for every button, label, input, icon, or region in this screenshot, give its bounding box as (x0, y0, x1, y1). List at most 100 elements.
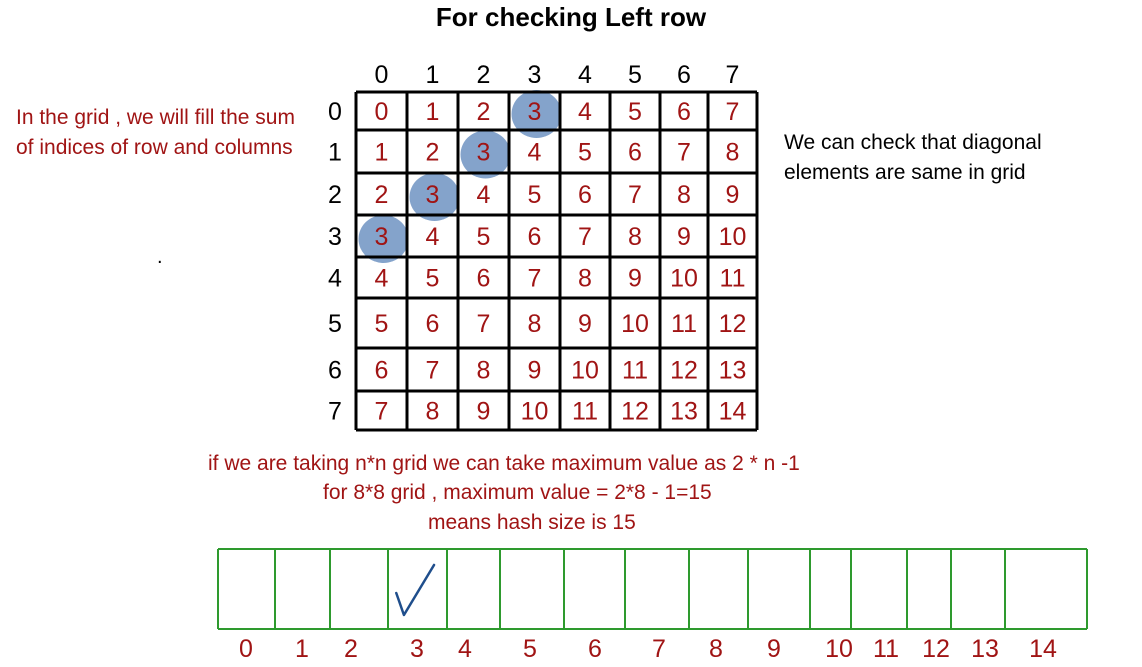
row-header: 2 (328, 181, 342, 209)
grid-cell-value: 11 (720, 265, 746, 293)
grid-cell-value: 9 (628, 265, 642, 293)
hash-index-label: 3 (410, 635, 424, 663)
grid-cell-value: 4 (426, 223, 440, 251)
row-header: 5 (328, 310, 342, 338)
grid-cell-value: 10 (621, 310, 649, 338)
column-header: 2 (477, 61, 491, 89)
formula-line-2: for 8*8 grid , maximum value = 2*8 - 1=1… (323, 481, 712, 504)
hash-index-label: 8 (709, 635, 723, 663)
grid-cell-value: 9 (528, 357, 542, 385)
grid-cell-value: 4 (375, 265, 389, 293)
grid-cell-value: 8 (426, 398, 440, 426)
grid-cell-value: 3 (477, 139, 491, 167)
highlight-circle (511, 90, 562, 138)
grid-cell-value: 8 (528, 310, 542, 338)
grid-cell-value: 7 (578, 223, 592, 251)
highlight-circle (460, 130, 511, 179)
check-mark-icon (395, 563, 436, 617)
hash-index-label: 10 (825, 635, 853, 663)
grid-cell-value: 5 (375, 310, 389, 338)
grid-cell-value: 6 (677, 98, 691, 126)
right-note: We can check that diagonal elements are … (784, 131, 1042, 184)
grid-cell-value: 12 (670, 357, 698, 385)
grid-cell-value: 6 (578, 181, 592, 209)
grid-cell-value: 14 (719, 398, 747, 426)
grid-cell-value: 4 (528, 139, 542, 167)
grid-cell-value: 8 (578, 265, 592, 293)
grid-cell-value: 12 (621, 398, 649, 426)
grid-cell-value: 10 (670, 265, 698, 293)
grid-cell-value: 7 (677, 139, 691, 167)
grid-cell-value: 9 (726, 181, 740, 209)
hash-index-label: 6 (588, 635, 602, 663)
stray-dot: . (157, 246, 163, 268)
grid-cell-value: 6 (528, 223, 542, 251)
grid-cell-value: 11 (671, 310, 697, 338)
row-header: 0 (328, 98, 342, 126)
grid-cell-value: 0 (375, 98, 389, 126)
column-header: 1 (426, 61, 440, 89)
row-header: 1 (328, 139, 342, 167)
grid-cell-value: 6 (477, 265, 491, 293)
hash-index-label: 11 (873, 635, 899, 663)
grid-cell-value: 7 (726, 98, 740, 126)
grid-cell-value: 8 (628, 223, 642, 251)
grid-cell-value: 13 (670, 398, 698, 426)
hash-index-label: 12 (922, 635, 950, 663)
highlight-layer (358, 90, 562, 263)
grid-cell-value: 4 (477, 181, 491, 209)
grid-cell-value: 5 (426, 265, 440, 293)
grid-cell-value: 3 (426, 181, 440, 209)
grid-cell-value: 2 (477, 98, 491, 126)
grid-cell-value: 5 (628, 98, 642, 126)
formula-line-1: if we are taking n*n grid we can take ma… (208, 452, 800, 475)
grid-cell-value: 10 (521, 398, 549, 426)
grid-cell-value: 2 (375, 181, 389, 209)
grid-cell-value: 10 (719, 223, 747, 251)
grid-cell-value: 2 (426, 139, 440, 167)
grid-cell-value: 7 (375, 398, 389, 426)
grid-cell-value: 1 (426, 98, 440, 126)
grid-cell-value: 7 (628, 181, 642, 209)
column-header: 4 (578, 61, 592, 89)
grid-cell-value: 7 (477, 310, 491, 338)
hash-index-label: 0 (239, 635, 253, 663)
grid-cell-value: 9 (578, 310, 592, 338)
column-header: 6 (677, 61, 691, 89)
hash-index-label: 5 (523, 635, 537, 663)
grid-cell-value: 9 (677, 223, 691, 251)
grid-cell-value: 4 (578, 98, 592, 126)
column-header: 3 (528, 61, 542, 89)
row-header: 3 (328, 223, 342, 251)
grid-cell-value: 6 (426, 310, 440, 338)
page-title: For checking Left row (435, 2, 707, 32)
grid-cell-value: 3 (528, 98, 542, 126)
grid-cell-value: 9 (477, 398, 491, 426)
hash-index-label: 14 (1029, 635, 1057, 663)
check-mark-icon (395, 563, 436, 617)
grid-cell-value: 7 (528, 265, 542, 293)
column-header: 0 (375, 61, 389, 89)
grid-cell-value: 1 (375, 139, 389, 167)
column-header: 7 (726, 61, 740, 89)
hash-table (217, 548, 1088, 630)
grid-cell-value: 8 (677, 181, 691, 209)
grid-cell-value: 8 (726, 139, 740, 167)
hash-index-label: 7 (652, 635, 666, 663)
grid-lines (354, 90, 759, 432)
row-header: 7 (328, 398, 342, 426)
formula-line-3: means hash size is 15 (428, 511, 636, 534)
hash-index-label: 2 (344, 635, 358, 663)
grid-cell-value: 5 (477, 223, 491, 251)
highlight-circle (409, 173, 460, 221)
highlight-circle (358, 215, 409, 263)
column-header: 5 (628, 61, 642, 89)
left-note: In the grid , we will fill the sum of in… (16, 106, 295, 159)
grid-cell-value: 6 (375, 357, 389, 385)
grid-cell-value: 8 (477, 357, 491, 385)
grid-cell-value: 5 (578, 139, 592, 167)
grid-cell-value: 11 (572, 398, 598, 426)
